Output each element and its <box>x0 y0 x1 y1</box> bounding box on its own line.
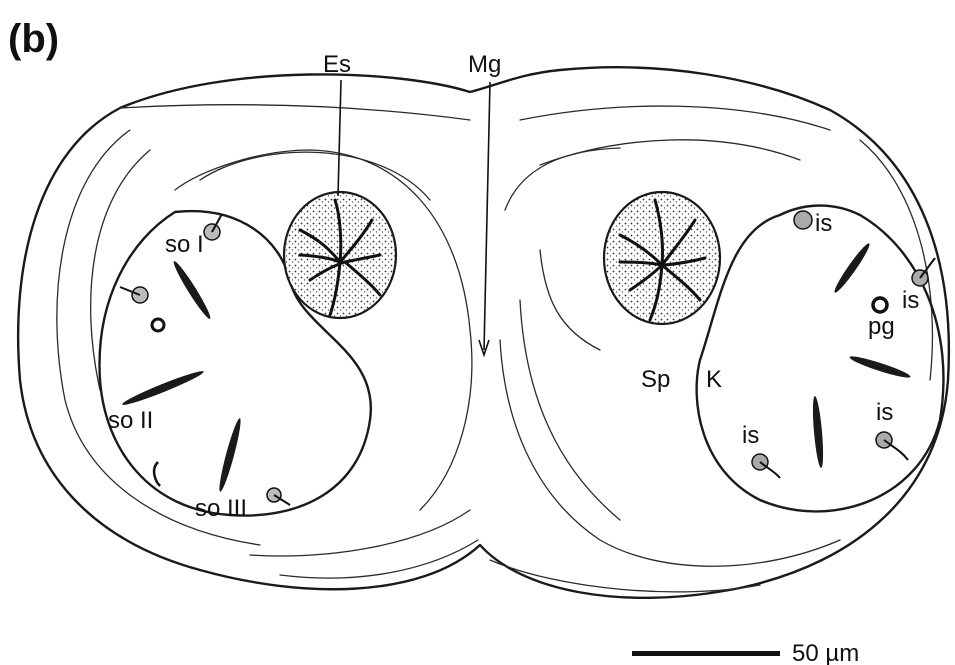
scale-bar: 50 µm <box>632 640 859 665</box>
sensillum-is-2 <box>912 258 935 286</box>
mg-leader <box>484 82 490 350</box>
sensillum-left-b <box>154 462 160 486</box>
sensillum-left-a <box>120 287 148 303</box>
sensillum-so-i <box>204 214 222 240</box>
label-so-iii: so III <box>195 495 247 522</box>
label-k: K <box>706 366 722 393</box>
label-pg: pg <box>868 313 895 340</box>
scale-bar-line <box>632 651 780 656</box>
fold-lines <box>57 105 933 592</box>
es-leader <box>338 80 341 196</box>
right-rods <box>811 241 912 468</box>
rod-so-i <box>171 259 214 321</box>
sensillum-is-4 <box>876 432 908 460</box>
label-so-i: so I <box>165 231 204 258</box>
label-mg: Mg <box>468 51 501 78</box>
left-pore <box>152 319 164 331</box>
esophagus-nucleus <box>284 192 396 318</box>
sensillum-is-1 <box>794 211 812 229</box>
rod-so-iii <box>216 417 243 492</box>
sensillum-is-3 <box>752 454 780 478</box>
label-is-2: is <box>902 287 919 314</box>
rod-so-ii <box>121 368 206 408</box>
panel-label: (b) <box>8 17 59 61</box>
label-es: Es <box>323 51 351 78</box>
label-so-ii: so II <box>108 407 153 434</box>
pg-pore <box>873 298 887 312</box>
label-is-4: is <box>876 399 893 426</box>
body-outline <box>18 67 949 598</box>
label-is-1: is <box>815 210 832 237</box>
right-nucleus <box>604 192 720 324</box>
label-is-3: is <box>742 422 759 449</box>
label-sp: Sp <box>641 366 670 393</box>
scale-bar-label: 50 µm <box>792 640 859 665</box>
sensillum-so-iii <box>267 488 290 505</box>
